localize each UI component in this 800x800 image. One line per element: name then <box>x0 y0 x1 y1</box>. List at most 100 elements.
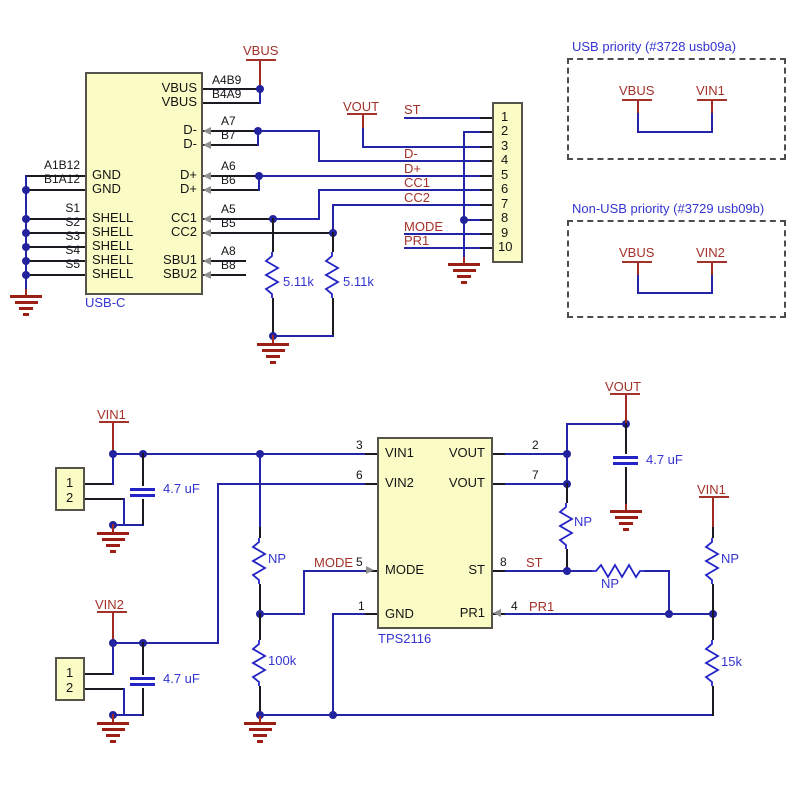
mux-pin-st: ST <box>468 562 485 577</box>
capacitor-lead <box>142 642 144 675</box>
wire-gnd <box>332 613 365 615</box>
ground-symbol <box>609 510 643 534</box>
mux-pin-vout1: VOUT <box>448 445 485 460</box>
ground-lead <box>272 335 274 343</box>
header-pin-9: 9 <box>501 225 509 240</box>
resistor-value: NP <box>601 576 620 591</box>
wire-dminus <box>318 160 480 162</box>
vin1-connector-body <box>55 467 85 511</box>
net-flag-lead <box>637 101 639 113</box>
pin-arrow-icon <box>203 127 211 135</box>
ground-symbol <box>9 295 43 319</box>
ground-lead <box>112 524 114 532</box>
pin-stub <box>365 453 377 455</box>
resistor-lead <box>272 218 274 252</box>
pin-stub <box>85 483 112 485</box>
wire <box>637 275 639 294</box>
net-label-vin2: VIN2 <box>95 597 124 612</box>
net-flag-underline <box>246 59 276 61</box>
connector-pin-1: 1 <box>66 475 74 490</box>
pin-name-shell4: SHELL <box>92 252 134 267</box>
wire-gnd <box>463 131 465 257</box>
mux-pin-vin2: VIN2 <box>385 475 414 490</box>
net-flag-underline <box>622 99 652 101</box>
net-flag-lead <box>362 115 364 128</box>
header-pin-8: 8 <box>501 210 509 225</box>
pin-stub <box>25 274 85 276</box>
junction-dot <box>563 450 571 458</box>
note-net-vin2: VIN2 <box>696 245 725 260</box>
note-title: USB priority (#3728 usb09a) <box>572 39 737 54</box>
pin-stub <box>480 189 492 191</box>
resistor-value: 100k <box>268 653 297 668</box>
wire <box>123 498 125 526</box>
net-flag-underline <box>99 421 129 423</box>
net-flag-lead <box>712 498 714 527</box>
wire-cc1 <box>272 218 318 220</box>
ground-symbol <box>243 722 277 746</box>
pin-stub <box>85 498 123 500</box>
pin-name-sbu1: SBU1 <box>163 252 197 267</box>
resistor-lead <box>712 584 714 613</box>
header-pin-1: 1 <box>501 109 509 124</box>
note-net-vbus: VBUS <box>619 245 655 260</box>
net-label-cc1: CC1 <box>404 175 431 190</box>
mux-pin-gnd: GND <box>385 606 414 621</box>
pad-b4a9: B4A9 <box>212 87 242 101</box>
net-label-cc2: CC2 <box>404 190 431 205</box>
resistor-value: NP <box>721 551 740 566</box>
resistor-zigzag <box>324 252 340 298</box>
junction-dot <box>460 216 468 224</box>
pin-stub <box>480 233 492 235</box>
net-label-st: ST <box>404 102 421 117</box>
resistor-value: 5.11k <box>283 274 314 289</box>
pin-name-shell2: SHELL <box>92 224 134 239</box>
resistor-value: 15k <box>721 654 742 669</box>
mux-num-4: 4 <box>511 599 518 613</box>
ground-lead <box>259 714 261 722</box>
pin-name-cc2: CC2 <box>170 224 197 239</box>
wire <box>668 570 670 615</box>
wire <box>112 714 144 716</box>
resistor-zigzag <box>592 563 644 579</box>
pin-name-vbus-b: VBUS <box>161 94 197 109</box>
pin-arrow-icon <box>203 215 211 223</box>
pin-stub <box>85 688 123 690</box>
tps2116-label: TPS2116 <box>378 631 432 646</box>
wire <box>637 292 713 294</box>
note-box <box>567 220 786 318</box>
header-body <box>492 102 523 263</box>
note-net-vin1: VIN1 <box>696 83 725 98</box>
wire-gnd-rail <box>259 714 714 716</box>
resistor-lead <box>566 549 568 570</box>
net-label-dminus: D- <box>404 146 418 161</box>
capacitor-value: 4.7 uF <box>646 452 683 467</box>
pad-a8: A8 <box>221 244 236 258</box>
wire <box>272 335 334 337</box>
net-flag-underline <box>699 496 729 498</box>
wire <box>637 113 639 133</box>
wire-pr1 <box>404 247 480 249</box>
ground-lead <box>25 289 27 295</box>
note-title: Non-USB priority (#3729 usb09b) <box>572 201 765 216</box>
net-label-vin1: VIN1 <box>697 482 726 497</box>
junction-dot <box>22 243 30 251</box>
net-label-mode: MODE <box>404 219 443 234</box>
resistor-lead <box>259 686 261 714</box>
mux-pin-mode: MODE <box>385 562 424 577</box>
pin-stub <box>85 673 112 675</box>
wire-dminus <box>257 130 318 132</box>
wire-vout <box>505 453 566 455</box>
pin-stub <box>203 218 272 220</box>
resistor-zigzag <box>264 252 280 298</box>
pin-stub <box>25 218 85 220</box>
net-label-vout: VOUT <box>343 99 380 114</box>
resistor-zigzag <box>558 503 574 549</box>
pin-stub <box>480 175 492 177</box>
header-pin-3: 3 <box>501 138 509 153</box>
connector-pin-2: 2 <box>66 680 74 695</box>
wire-cc1 <box>318 189 320 220</box>
capacitor-lead <box>625 423 627 454</box>
mux-num-8: 8 <box>500 555 507 569</box>
